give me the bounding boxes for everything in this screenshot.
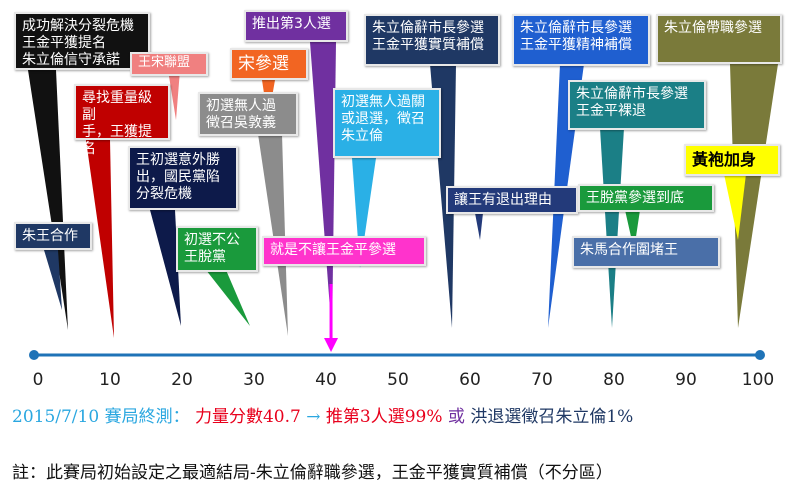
axis-tick-label: 10 — [99, 370, 121, 390]
callout-c16: 王脫黨參選到底 — [578, 184, 714, 212]
tail-c6 — [206, 270, 250, 326]
callout-c10: 就是不讓王金平參選 — [262, 236, 426, 266]
axis-start-dot — [29, 350, 39, 360]
marker-arrow — [324, 284, 339, 352]
axis-tick-label: 60 — [459, 370, 481, 390]
callout-c6: 初選不公 王脫黨 — [176, 226, 258, 272]
axis-tick-label: 100 — [741, 370, 775, 390]
callout-c18: 朱立倫帶職參選 — [656, 14, 782, 64]
tail-c1 — [28, 70, 68, 330]
callout-c1: 成功解決分裂危機 王金平獲提名 朱立倫信守承諾 — [14, 12, 150, 70]
callout-c9: 推出第3人選 — [244, 10, 348, 42]
callout-c5: 王初選意外勝 出，國民黨陷 分裂危機 — [128, 146, 238, 210]
tail-c16 — [625, 210, 640, 250]
callout-c12: 朱立倫辭市長參選 王金平獲實質補償 — [364, 14, 500, 66]
tail-c2 — [44, 250, 62, 310]
tail-c3 — [86, 140, 114, 338]
callout-c17: 朱馬合作圍堵王 — [572, 236, 720, 268]
tail-c18 — [730, 64, 778, 328]
tail-c15 — [600, 128, 624, 328]
callout-c14: 朱立倫辭市長參選 王金平獲精神補償 — [512, 14, 650, 66]
footnote: 註：此賽局初始設定之最適結局-朱立倫辭職參選，王金平獲實質補償（不分區） — [12, 463, 613, 483]
axis-tick-label: 20 — [171, 370, 193, 390]
callout-c13: 讓王有退出理由 — [446, 186, 578, 214]
tail-c5 — [150, 210, 181, 326]
callout-c19: 黃袍加身 — [684, 144, 780, 176]
axis-tick-label: 0 — [32, 370, 44, 390]
axis-tick-label: 50 — [387, 370, 409, 390]
callout-c4: 王宋聯盟 — [130, 52, 208, 76]
callout-c11: 初選無人過關 或退選，徵召 朱立倫 — [333, 88, 441, 158]
callout-c15: 朱立倫辭市長參選 王金平裸退 — [568, 80, 706, 130]
callout-c8: 初選無人過 徵召吳敦義 — [198, 92, 298, 136]
tail-c8 — [258, 134, 288, 336]
result-or: 或 — [447, 407, 465, 427]
axis-tick-label: 70 — [531, 370, 553, 390]
axis-end-dot — [755, 350, 765, 360]
callout-c2: 朱王合作 — [14, 222, 92, 250]
tail-c4 — [168, 70, 180, 120]
axis-tick-label: 30 — [243, 370, 265, 390]
result-outcome-1: 推第3人選99% — [325, 407, 443, 427]
axis-tick-label: 40 — [315, 370, 337, 390]
result-date: 2015/7/10 — [12, 407, 100, 427]
result-line: 2015/7/10 賽局終測： 力量分數40.7 → 推第3人選99% 或 洪退… — [12, 402, 633, 427]
tail-c19 — [724, 174, 746, 240]
result-score: 力量分數40.7 — [194, 407, 301, 427]
result-label: 賽局終測： — [104, 407, 190, 427]
callout-c7: 宋參選 — [230, 48, 308, 80]
result-arrow: → — [306, 407, 321, 427]
axis-tick-label: 90 — [675, 370, 697, 390]
callout-c3: 尋找重量級副 手，王獲提名 — [74, 84, 170, 157]
axis-tick-label: 80 — [603, 370, 625, 390]
result-outcome-2: 洪退選徵召朱立倫1% — [470, 407, 634, 427]
